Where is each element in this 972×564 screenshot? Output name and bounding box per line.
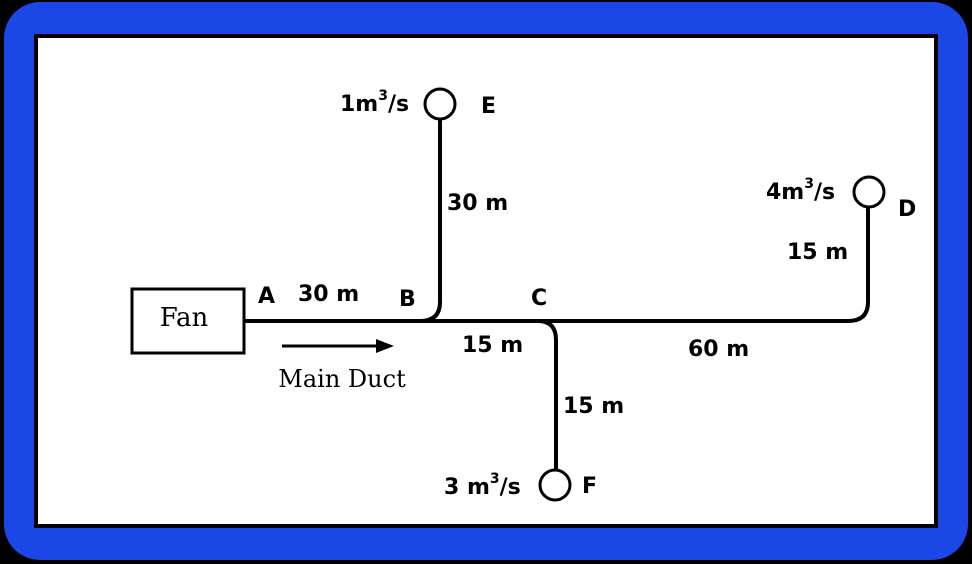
point-f-label: F [582,474,597,499]
flow-f-value: 3 m [444,475,490,500]
flow-d-label: 4m3/s [766,176,835,205]
outlet-f-circle [538,468,572,502]
length-f-branch-label: 15 m [563,394,624,419]
flow-e-exp: 3 [378,88,388,104]
point-b-label: B [399,287,416,312]
svg-text:3 m3/s: 3 m3/s [444,471,521,500]
branch-f-line [537,319,558,470]
main-duct-label: Main Duct [278,365,406,393]
flow-f-unit: /s [500,475,521,500]
length-bc-label: 15 m [462,333,523,358]
point-d-label: D [898,197,916,222]
flow-f-exp: 3 [490,471,500,487]
svg-text:4m3/s: 4m3/s [766,176,835,205]
flow-d-exp: 3 [804,176,814,192]
outlet-d-circle [852,175,886,209]
flow-e-unit: /s [388,92,409,117]
point-e-label: E [481,94,496,119]
flow-arrow-head [376,339,394,353]
diagram-canvas [38,38,934,524]
branch-d-line [847,208,870,323]
length-e-branch-label: 30 m [447,191,508,216]
branch-e-line [419,120,442,323]
flow-d-unit: /s [814,180,835,205]
flow-d-value: 4m [766,180,804,205]
flow-f-label: 3 m3/s [444,471,521,500]
point-a-label: A [258,284,275,309]
svg-text:1m3/s: 1m3/s [340,88,409,117]
fan-label: Fan [160,303,209,333]
point-c-label: C [531,286,547,311]
flow-e-label: 1m3/s [340,88,409,117]
outlet-e-circle [423,87,457,121]
flow-e-value: 1m [340,92,378,117]
length-cd-label: 60 m [688,337,749,362]
length-d-branch-label: 15 m [787,240,848,265]
length-ab-label: 30 m [298,282,359,307]
